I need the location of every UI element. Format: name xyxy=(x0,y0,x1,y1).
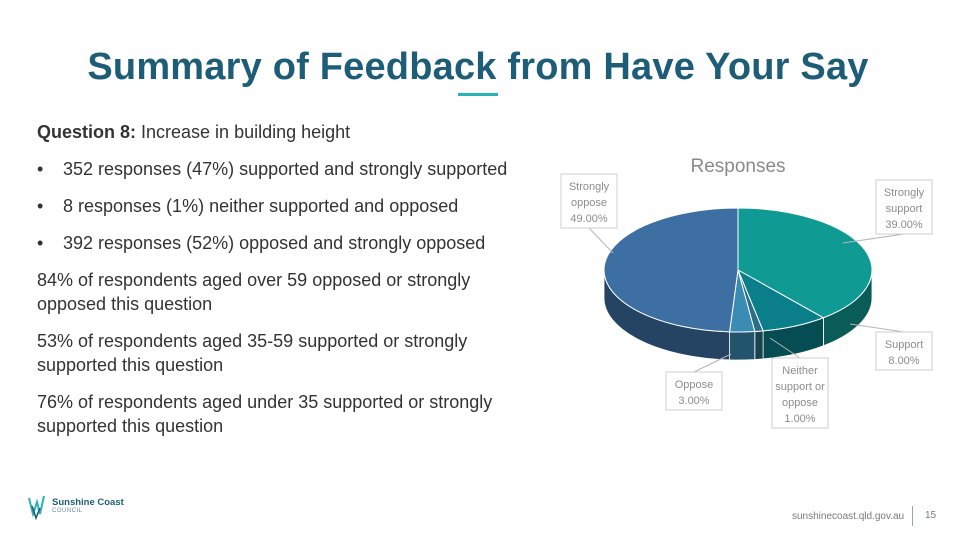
pie-side-neither-support-or-oppose xyxy=(754,330,764,360)
slide-title: Summary of Feedback from Have Your Say xyxy=(87,46,869,88)
chart-title: Responses xyxy=(690,156,785,177)
question-line: Question 8: Increase in building height xyxy=(37,120,537,144)
title-underline xyxy=(458,93,498,96)
slice-name-label: Strongly xyxy=(884,187,925,199)
bullet-item: • 392 responses (52%) opposed and strongl… xyxy=(37,231,537,255)
footer-divider xyxy=(912,506,913,526)
slice-value-label: 3.00% xyxy=(678,395,709,407)
paragraph: 76% of respondents aged under 35 support… xyxy=(37,392,493,436)
leader-line xyxy=(769,337,801,359)
slice-value-label: 1.00% xyxy=(784,413,815,425)
question-label: Question 8: xyxy=(37,122,137,142)
slice-name-label: oppose xyxy=(782,397,818,409)
slice-name-label: Support xyxy=(885,339,924,351)
label-box xyxy=(665,371,723,411)
bullet-list: • 352 responses (47%) supported and stron… xyxy=(37,157,537,255)
slice-name-label: support xyxy=(886,203,923,215)
slice-name-label: Neither xyxy=(782,365,818,377)
bullet-text: 392 responses (52%) opposed and strongly… xyxy=(63,233,486,253)
label-box xyxy=(875,179,933,235)
content-text: Question 8: Increase in building height … xyxy=(37,120,537,451)
pie-labels: Strongly support 39.00% Support 8.00% Neither… xyxy=(560,173,933,429)
leader-line xyxy=(842,233,905,244)
bullet-item: • 352 responses (47%) supported and stron… xyxy=(37,157,537,181)
bullet-icon: • xyxy=(37,196,44,216)
slice-name-label: Oppose xyxy=(675,379,714,391)
slice-value-label: 39.00% xyxy=(885,219,923,231)
question-text: Increase in building height xyxy=(136,122,351,142)
pie-side-oppose xyxy=(729,331,756,361)
leader-line xyxy=(588,227,614,254)
slice-name-label: support or xyxy=(775,381,825,393)
bullet-text: 352 responses (47%) supported and strong… xyxy=(63,159,508,179)
pie-slice-strongly-oppose xyxy=(603,207,739,333)
logo-icon xyxy=(28,495,45,521)
slice-name-label: Strongly xyxy=(569,181,610,193)
pie-slices xyxy=(603,207,873,333)
council-logo: Sunshine Coast COUNCIL xyxy=(28,494,148,522)
logo-name: Sunshine Coast xyxy=(52,497,124,508)
label-box xyxy=(560,173,618,229)
slice-label: Oppose 3.00% xyxy=(675,379,714,407)
pie-slice-strongly-support xyxy=(737,207,873,319)
footer-url: sunshinecoast.qld.gov.au xyxy=(792,511,905,522)
paragraph: 53% of respondents aged 35-59 supported … xyxy=(37,331,468,375)
paragraph: 84% of respondents aged over 59 opposed … xyxy=(37,270,471,314)
logo-subtitle: COUNCIL xyxy=(52,508,83,514)
slice-value-label: 8.00% xyxy=(888,355,919,367)
bullet-item: • 8 responses (1%) neither supported and … xyxy=(37,194,537,218)
label-box xyxy=(875,331,933,371)
slice-label: Strongly oppose 49.00% xyxy=(569,181,610,225)
slice-label: Strongly support 39.00% xyxy=(884,187,925,231)
leader-line xyxy=(849,323,905,333)
page-number: 15 xyxy=(925,510,937,521)
slice-label: Neither support or oppose 1.00% xyxy=(775,365,825,425)
bullet-icon: • xyxy=(37,159,44,179)
label-box xyxy=(771,357,829,429)
leader-line xyxy=(693,353,732,373)
slice-name-label: oppose xyxy=(571,197,607,209)
bullet-text: 8 responses (1%) neither supported and o… xyxy=(63,196,459,216)
slice-value-label: 49.00% xyxy=(570,213,608,225)
bullet-icon: • xyxy=(37,233,44,253)
slice-label: Support 8.00% xyxy=(885,339,924,367)
